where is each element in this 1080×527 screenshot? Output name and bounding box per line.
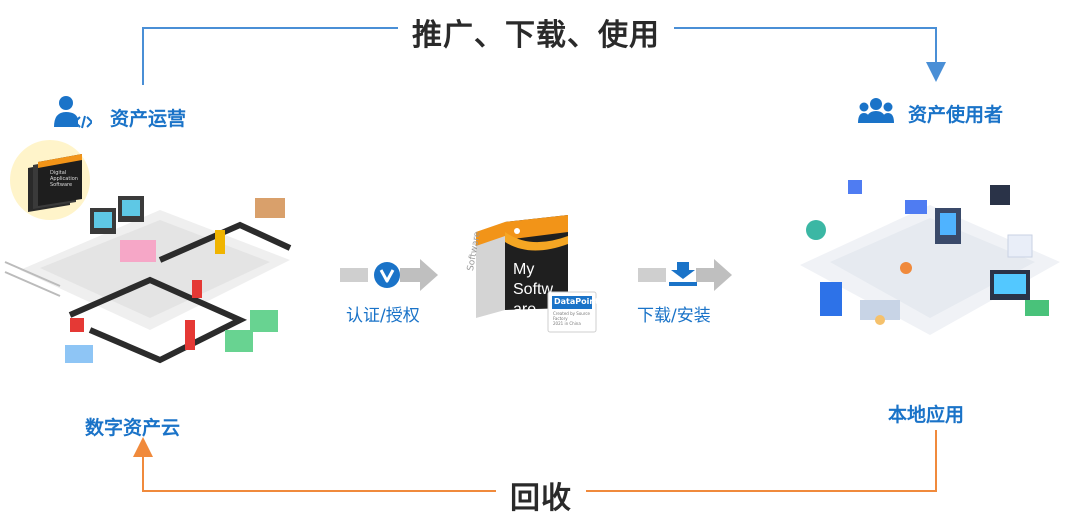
badge-caption: Created by Source Factory 2021 in China <box>553 311 591 326</box>
auth-step-label: 认证/授权 <box>346 306 420 326</box>
local-application-illustration <box>800 180 1060 335</box>
software-box <box>476 215 597 333</box>
asset-user-label: 资产使用者 <box>908 104 1004 126</box>
bottom-flow-label: 回收 <box>496 473 586 517</box>
auth-arrow <box>340 259 438 291</box>
top-flow-label: 推广、下载、使用 <box>398 10 674 54</box>
developer-user-icon <box>54 96 92 129</box>
chip-label: Digital Application Software <box>50 170 78 188</box>
local-application-label: 本地应用 <box>888 404 965 426</box>
digital-asset-cloud-label: 数字资产云 <box>85 417 181 439</box>
box-title: My Softw are <box>513 261 554 318</box>
asset-operation-label: 资产运营 <box>110 108 187 130</box>
users-group-icon <box>858 98 894 123</box>
chip-icon <box>10 140 90 220</box>
download-arrow <box>638 259 732 291</box>
datapoint-badge: DataPoint™ <box>554 297 604 306</box>
digital-asset-cloud-illustration <box>4 196 292 364</box>
download-step-label: 下载/安装 <box>637 306 711 326</box>
